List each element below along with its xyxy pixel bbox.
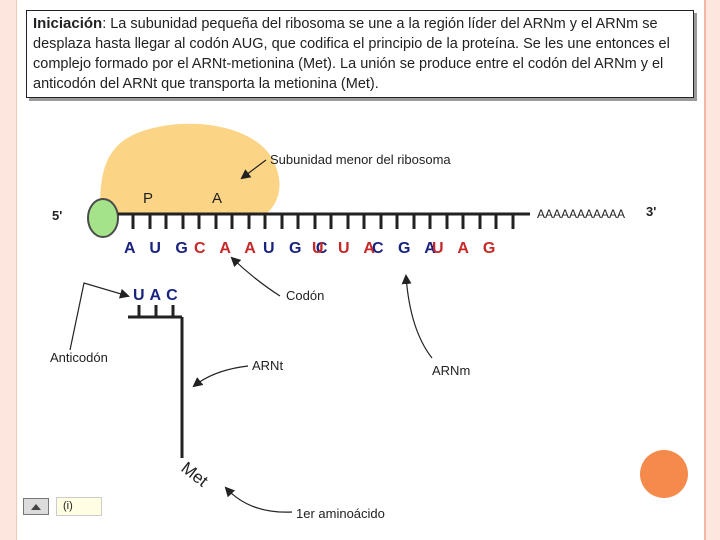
- anticodon-text: UAC: [133, 287, 183, 304]
- codon-uag: U A G: [432, 240, 500, 257]
- codon-ugc: U G C: [263, 240, 332, 257]
- five-prime-cap: [87, 198, 119, 238]
- poly-a-tail: AAAAAAAAAAA: [537, 207, 625, 221]
- site-a-label: A: [212, 190, 222, 207]
- intro-title: Iniciación: [33, 15, 103, 32]
- mrna-arrow: [401, 274, 433, 359]
- intro-text-box: Iniciación: La subunidad pequeña del rib…: [26, 10, 694, 98]
- anticodon-arrow: [69, 282, 130, 351]
- ribosome-label: Subunidad menor del ribosoma: [270, 152, 451, 167]
- codon-label: Codón: [286, 288, 324, 303]
- mrna-label: ARNm: [432, 363, 470, 378]
- codon-arrow: [230, 256, 281, 297]
- decorative-orange-circle: [640, 450, 688, 498]
- intro-body: : La subunidad pequeña del ribosoma se u…: [33, 16, 670, 92]
- left-decor-band: [0, 0, 16, 540]
- aminoacid-label: 1er aminoácido: [296, 506, 385, 521]
- ribosome-small-subunit: [100, 123, 280, 214]
- anticodon-label: Anticodón: [50, 350, 108, 365]
- ribosome-arrow: [240, 159, 267, 180]
- codon-cga: C G A: [372, 240, 441, 257]
- codon-caa: C A A: [194, 240, 261, 257]
- trna-label: ARNt: [252, 358, 283, 373]
- trna-arrow: [192, 365, 249, 388]
- codon-uua: U U A: [312, 240, 380, 257]
- right-decor-band: [706, 0, 720, 540]
- info-button[interactable]: (i): [56, 497, 102, 516]
- met-label: Met: [178, 458, 212, 491]
- left-decor-line: [16, 0, 17, 540]
- three-prime-label: 3': [646, 204, 656, 219]
- right-decor-line: [704, 0, 706, 540]
- aminoacid-arrow: [224, 486, 293, 513]
- up-triangle-icon: [31, 503, 41, 510]
- site-p-label: P: [143, 190, 153, 207]
- codon-aug: A U G: [124, 240, 193, 257]
- mrna-nucleotide-ticks: [131, 214, 515, 229]
- five-prime-label: 5': [52, 208, 62, 223]
- previous-slide-button[interactable]: [23, 498, 49, 515]
